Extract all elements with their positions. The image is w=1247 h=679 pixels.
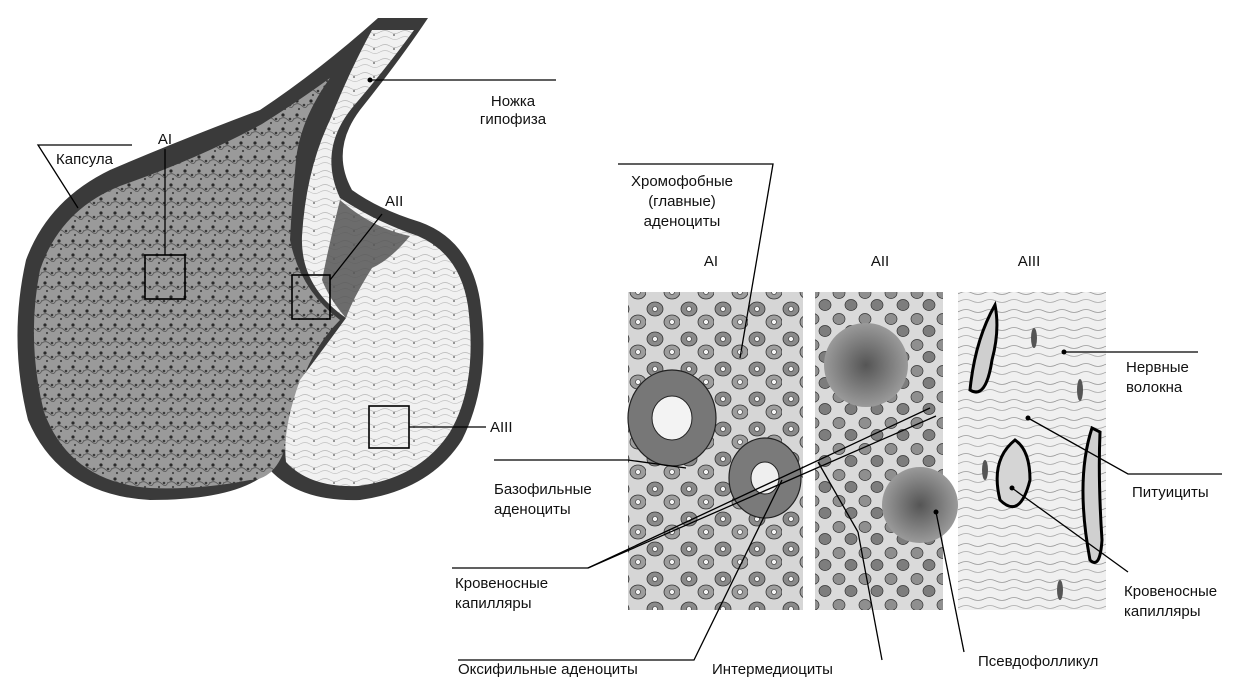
label-pituicytes: Питуициты (1132, 484, 1209, 501)
label-panel-AI: AI (704, 253, 718, 270)
label-basophil-1: Базофильные (494, 481, 592, 498)
panel-AII (815, 292, 958, 610)
label-AI: AI (158, 131, 172, 148)
label-pseudofollicle: Псевдофолликул (978, 653, 1098, 670)
label-AII: AII (385, 193, 403, 210)
leader-nozhka-dot (368, 78, 373, 83)
label-capillaries-left-1: Кровеносные (455, 575, 548, 592)
label-nozhka-2: гипофиза (480, 111, 547, 128)
leader-capillaries-right-dot (1010, 486, 1015, 491)
label-basophil-2: аденоциты (494, 501, 571, 518)
label-nerve-1: Нервные (1126, 359, 1189, 376)
panel-AI (628, 292, 803, 610)
panel-AIII (958, 292, 1106, 610)
leader-nerve-dot (1062, 350, 1067, 355)
label-capillaries-right-2: капилляры (1124, 603, 1201, 620)
label-chromophobe-2: (главные) (648, 193, 716, 210)
pituitary-section (17, 18, 483, 500)
label-AIII: AIII (490, 419, 513, 436)
label-nerve-2: волокна (1126, 379, 1183, 396)
label-capillaries-right-1: Кровеносные (1124, 583, 1217, 600)
label-panel-AII: AII (871, 253, 889, 270)
label-intermediocytes: Интермедиоциты (712, 661, 833, 678)
leader-pseudofollicle-dot (934, 510, 939, 515)
label-chromophobe-3: аденоциты (644, 213, 721, 230)
label-kapsula: Капсула (56, 151, 114, 168)
label-chromophobe-1: Хромофобные (631, 173, 733, 190)
label-nozhka-1: Ножка (491, 93, 536, 110)
leader-pituicytes-dot (1026, 416, 1031, 421)
label-capillaries-left-2: капилляры (455, 595, 532, 612)
label-panel-AIII: AIII (1018, 253, 1041, 270)
label-oxyphil: Оксифильные аденоциты (458, 661, 638, 678)
